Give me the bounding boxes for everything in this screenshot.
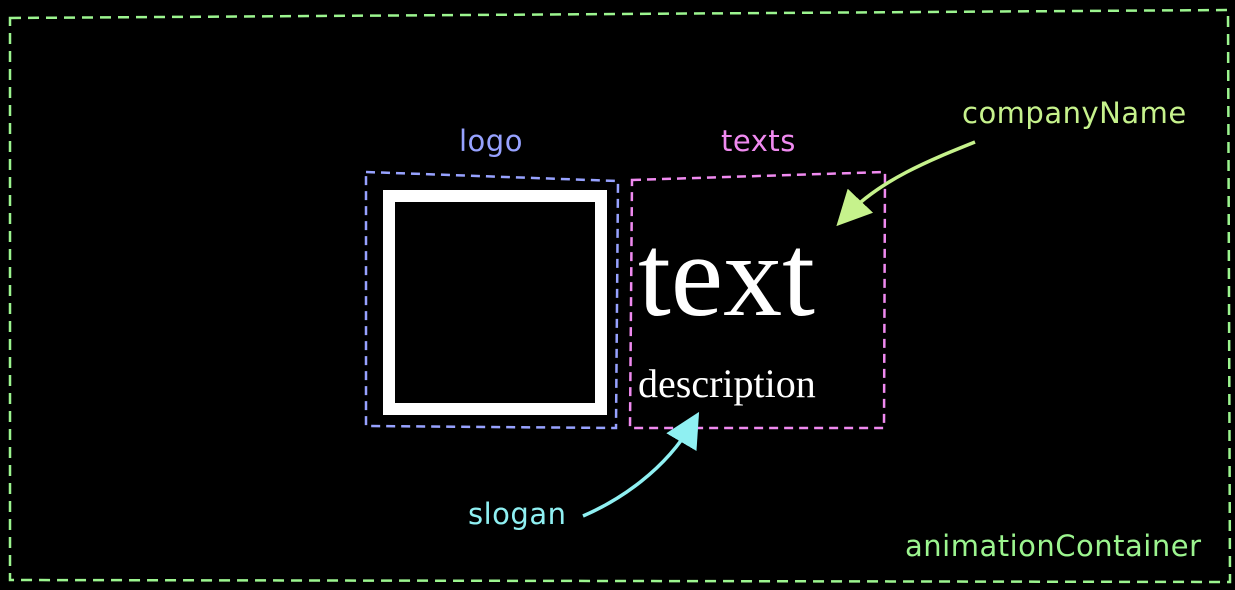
slogan-label: slogan [468, 497, 567, 531]
logo-square [383, 190, 607, 415]
logo-label: logo [459, 124, 523, 158]
animation-container-label: animationContainer [905, 529, 1202, 563]
texts-label: texts [721, 124, 796, 158]
logo-border [364, 170, 620, 430]
company-name-label: companyName [962, 96, 1187, 130]
animation-container-border [8, 8, 1232, 584]
slogan-text: description [638, 361, 816, 406]
slogan-arrow [582, 411, 700, 518]
texts-border [628, 170, 887, 430]
company-name-text: text [638, 210, 815, 341]
company-name-arrow [836, 140, 976, 227]
